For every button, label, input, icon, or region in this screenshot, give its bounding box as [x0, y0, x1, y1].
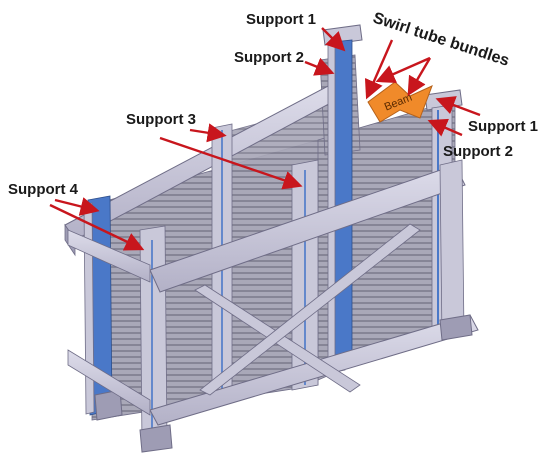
beam-arrow: Beam	[367, 81, 433, 123]
arrow-support1-top	[321, 27, 346, 52]
arrow-support4-b	[49, 203, 145, 251]
arrow-swirl-2	[407, 57, 432, 97]
label-support1-top: Support 1	[246, 11, 316, 28]
arrow-support4-a	[54, 197, 100, 216]
label-support1-right: Support 1	[468, 118, 538, 135]
label-support2-right: Support 2	[443, 143, 513, 160]
label-swirl-tube-bundles: Swirl tube bundles	[371, 10, 512, 70]
pointer-arrows	[49, 27, 481, 251]
arrow-support2-right	[427, 118, 463, 137]
arrow-support2-top	[304, 57, 335, 76]
label-support3: Support 3	[126, 111, 196, 128]
label-support4: Support 4	[8, 181, 79, 198]
frame-front	[67, 159, 479, 453]
arrow-support3-b	[159, 136, 303, 190]
label-support2-top: Support 2	[234, 49, 304, 66]
arrow-swirl-3	[375, 56, 431, 83]
arrow-support3-a	[189, 123, 227, 143]
arrow-support1-right	[435, 96, 481, 117]
